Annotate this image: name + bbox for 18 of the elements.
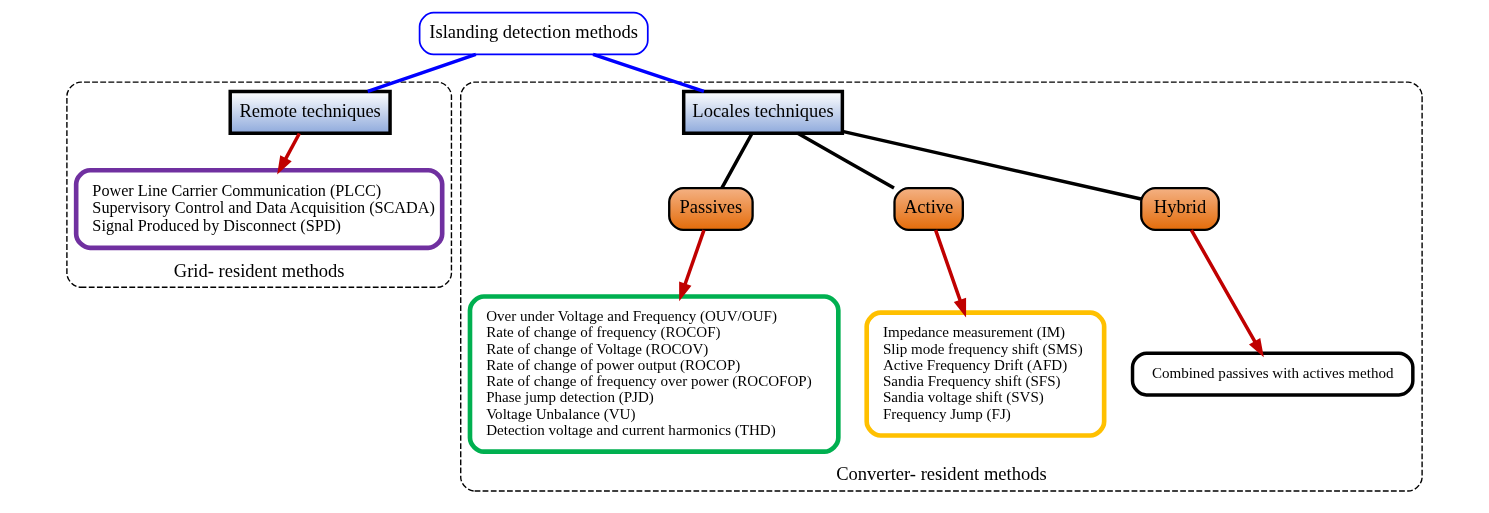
arrow <box>1189 229 1264 358</box>
arrow <box>679 229 706 302</box>
node-box: Over under Voltage and Frequency (OUV/OUF) Rate of change of frequency (ROCOF) Rate of change of Voltage (ROCOV) Rate of change of power output (ROCOP) Rate of change of frequency over power (ROCOFOP) Phase jump detection (PJD) Voltage Unbalance (VU) Detection voltage and current harmonics (THD) <box>467 294 841 454</box>
node-box: Power Line Carrier Communication (PLCC) Supervisory Control and Data Acquisition (SCADA) Signal Produced by Disconnect (SPD) <box>73 167 445 251</box>
node-box: Remote techniques <box>228 89 392 135</box>
node-box: Passives <box>668 187 754 231</box>
connector <box>720 132 754 189</box>
arrow <box>277 132 301 175</box>
arrow <box>934 229 967 318</box>
connector <box>367 52 477 94</box>
node-box: Combined passives with actives method <box>1130 351 1415 397</box>
node-box: Hybrid <box>1140 187 1220 231</box>
node-box: Active <box>893 187 964 231</box>
node-box: Impedance measurement (IM) Slip mode frequency shift (SMS) Active Frequency Drift (AFD) Sandia Frequency shift (SFS) Sandia voltage shift (SVS) Frequency Jump (FJ) <box>864 310 1107 438</box>
connector <box>842 129 1142 201</box>
node-box: Islanding detection methods <box>418 11 649 56</box>
node-box: Locales techniques <box>681 89 845 135</box>
connector <box>796 131 895 190</box>
